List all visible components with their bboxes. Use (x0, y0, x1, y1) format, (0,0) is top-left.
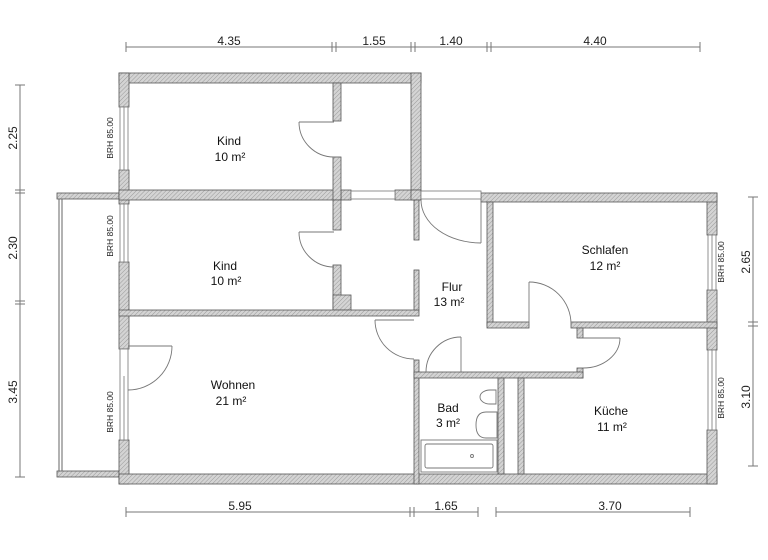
room-area: 13 m² (434, 295, 465, 309)
dim-top-1: 4.35 (217, 34, 241, 48)
room-area: 10 m² (211, 274, 242, 288)
room-area: 12 m² (590, 259, 621, 273)
room-area: 10 m² (215, 150, 246, 164)
dimension-left (15, 84, 25, 478)
sink-icon (475, 411, 498, 439)
room-kueche: Küche 11 m² (594, 404, 628, 434)
room-area: 11 m² (597, 420, 627, 434)
dim-bottom-3: 3.70 (598, 499, 622, 513)
window-label-schlafen: BRH 85.00 (716, 241, 726, 283)
dimension-right (748, 196, 758, 467)
bathroom-fixtures (420, 389, 498, 473)
walls (118, 72, 718, 485)
room-wohnen: Wohnen 21 m² (211, 378, 255, 408)
dim-top-2: 1.55 (362, 34, 386, 48)
room-name: Kind (217, 134, 241, 148)
room-name: Wohnen (211, 378, 255, 392)
room-flur: Flur 13 m² (434, 280, 465, 309)
room-name: Schlafen (582, 243, 629, 257)
doors (127, 121, 621, 391)
room-name: Küche (594, 404, 628, 418)
dimension-top (125, 42, 701, 52)
dim-left-2: 2.30 (6, 236, 20, 260)
room-name: Bad (437, 401, 458, 415)
dim-top-3: 1.40 (439, 34, 463, 48)
dim-bottom-1: 5.95 (228, 499, 252, 513)
room-area: 3 m² (436, 416, 460, 430)
room-name: Flur (442, 280, 463, 294)
room-kind-1: Kind 10 m² (215, 134, 246, 164)
toilet-icon (479, 389, 497, 405)
windows (119, 106, 717, 441)
room-area: 21 m² (216, 394, 247, 408)
dim-right-2: 3.10 (739, 385, 753, 409)
dim-top-4: 4.40 (583, 34, 607, 48)
window-label-kueche: BRH 85.00 (716, 377, 726, 419)
room-bad: Bad 3 m² (436, 401, 460, 430)
room-schlafen: Schlafen 12 m² (582, 243, 629, 273)
window-label-wohnen: BRH 85.00 (105, 391, 115, 433)
window-label-kind1: BRH 85.00 (105, 117, 115, 159)
dim-left-3: 3.45 (6, 380, 20, 404)
window-label-kind2: BRH 85.00 (105, 215, 115, 257)
dim-right-1: 2.65 (739, 250, 753, 274)
room-name: Kind (213, 259, 237, 273)
room-kind-2: Kind 10 m² (211, 259, 242, 288)
dim-left-1: 2.25 (6, 126, 20, 150)
dimension-bottom (125, 507, 691, 517)
dim-bottom-2: 1.65 (434, 499, 458, 513)
